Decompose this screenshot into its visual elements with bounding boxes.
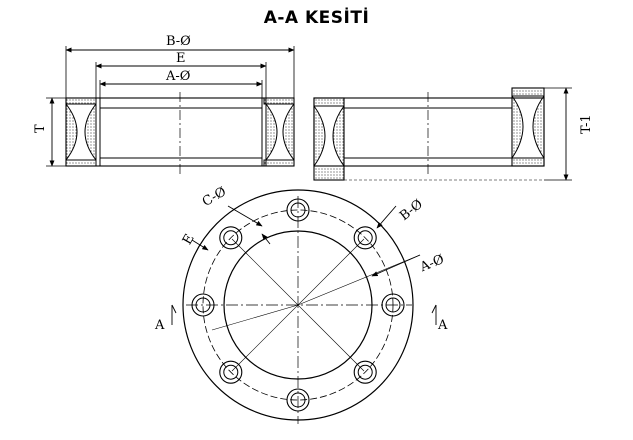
section-marker-right: A [437, 318, 448, 333]
label-a-diameter-top: A-Ø [165, 69, 190, 84]
label-t: T [33, 124, 48, 133]
bolt-hole [286, 388, 310, 412]
label-e-front: E [180, 232, 198, 248]
bolt-hole-inner [290, 202, 306, 218]
label-c-diameter: C-Ø [200, 184, 229, 209]
bolt-hole [219, 226, 243, 250]
section-marker-left: A [154, 318, 165, 333]
bolt-hole-inner [223, 364, 239, 380]
bolt-hole [353, 226, 377, 250]
bolt-hole-inner [357, 364, 373, 380]
bolt-hole-inner [290, 392, 306, 408]
bolt-hole [191, 293, 215, 317]
bolt-hole [381, 293, 405, 317]
bolt-hole-inner [385, 297, 401, 313]
label-e-top: E [176, 51, 186, 66]
bolt-hole-inner [195, 297, 211, 313]
section-title: A-A KESİTİ [263, 8, 370, 28]
bolt-hole [353, 360, 377, 384]
flange-front-view [182, 189, 421, 424]
left-section-view [46, 46, 295, 176]
label-b-diameter-top: B-Ø [166, 34, 191, 49]
label-a-diameter-front: A-Ø [417, 252, 446, 275]
bolt-hole [286, 198, 310, 222]
bolt-hole-inner [223, 230, 239, 246]
label-t1: T-1 [579, 114, 594, 134]
bolt-hole [219, 360, 243, 384]
bolt-holes-group [191, 198, 405, 412]
front-view-leaders [171, 205, 437, 325]
bolt-hole-inner [357, 230, 373, 246]
label-b-diameter-front: B-Ø [397, 197, 426, 224]
right-section-view [313, 87, 572, 181]
